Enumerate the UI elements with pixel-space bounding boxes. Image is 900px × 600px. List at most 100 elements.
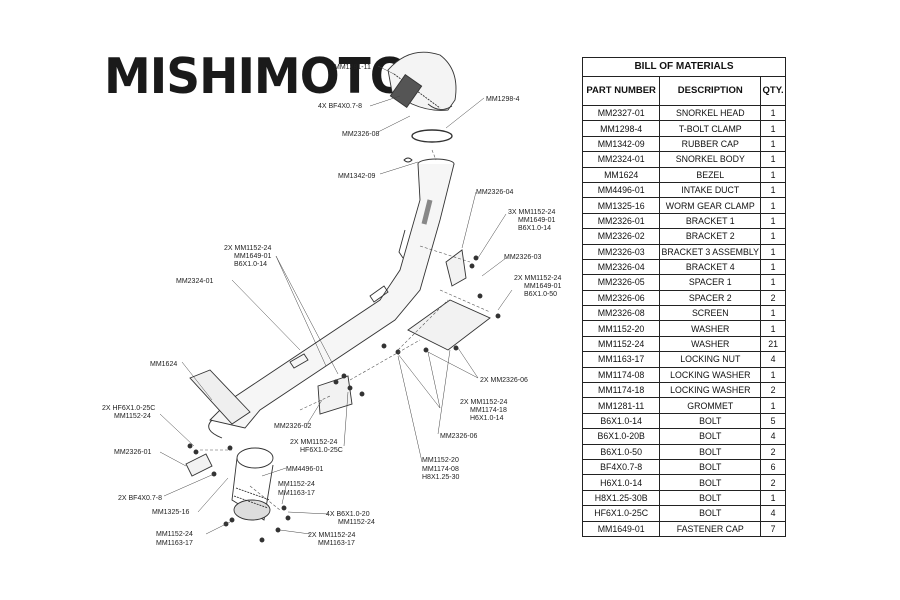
cell-part-number: MM2326-08 bbox=[581, 305, 661, 322]
cell-part-number: MM2326-01 bbox=[581, 212, 661, 230]
bracket-1 bbox=[185, 453, 213, 477]
callout-mm1281-11: MM1281-11 bbox=[334, 64, 371, 71]
callout-2x-hf6: 2X HF6X1.0-25C bbox=[102, 405, 155, 412]
cell-description: SNORKEL HEAD bbox=[659, 104, 762, 122]
cell-part-number: MM2326-05 bbox=[581, 274, 661, 291]
callout-mm2326-02: MM2326-02 bbox=[274, 423, 311, 430]
callout-2x-mm2326-06: 2X MM2326-06 bbox=[480, 377, 528, 384]
cell-qty: 2 bbox=[760, 289, 786, 307]
cell-part-number: B6X1.0-50 bbox=[581, 443, 661, 460]
t-bolt-clamp bbox=[411, 129, 453, 143]
callout-nut-washer: MM1152-24 bbox=[278, 481, 315, 488]
cell-qty: 2 bbox=[760, 382, 786, 399]
cell-part-number: MM1342-09 bbox=[581, 135, 661, 153]
cell-part-number: MM1174-08 bbox=[581, 366, 661, 384]
cell-description: SNORKEL BODY bbox=[659, 151, 762, 168]
cell-part-number: MM1325-16 bbox=[581, 197, 661, 214]
cell-description: SPACER 2 bbox=[659, 289, 762, 307]
callout-mm1342-09: MM1342-09 bbox=[338, 173, 375, 180]
cell-qty: 2 bbox=[760, 443, 786, 460]
header-description: DESCRIPTION bbox=[659, 76, 762, 106]
cell-part-number: MM1624 bbox=[581, 166, 661, 183]
callout-nut-locknut: MM1163-17 bbox=[278, 490, 315, 497]
cell-qty: 1 bbox=[760, 274, 786, 291]
cell-qty: 21 bbox=[760, 335, 786, 353]
cell-description: BRACKET 1 bbox=[659, 212, 762, 230]
callout-mm2326-01: MM2326-01 bbox=[114, 449, 151, 456]
cell-description: BRACKET 2 bbox=[659, 228, 762, 245]
cell-description: GROMMET bbox=[659, 397, 762, 414]
cell-part-number: B6X1.0-20B bbox=[581, 428, 661, 445]
cell-description: WORM GEAR CLAMP bbox=[659, 197, 762, 214]
cell-part-number: MM2326-04 bbox=[581, 258, 661, 276]
cell-part-number: B6X1.0-14 bbox=[581, 412, 661, 430]
cell-qty: 1 bbox=[760, 135, 786, 153]
cell-qty: 1 bbox=[760, 197, 786, 214]
cell-part-number: HF6X1.0-25C bbox=[581, 505, 661, 522]
callout-mm2326-04: MM2326-04 bbox=[476, 189, 513, 196]
callout-4x-bf4: 4X BF4X0.7-8 bbox=[318, 103, 362, 110]
cell-description: RUBBER CAP bbox=[659, 135, 762, 153]
cell-part-number: MM2326-03 bbox=[581, 243, 661, 260]
callout-2x-bolt: B6X1.0-14 bbox=[234, 261, 267, 268]
snorkel-head bbox=[387, 51, 457, 111]
exploded-assembly-diagram: MM1281-11 4X BF4X0.7-8 MM1298-4 MM2326-0… bbox=[102, 51, 561, 547]
cell-qty: 1 bbox=[760, 104, 786, 122]
cell-part-number: MM1174-18 bbox=[581, 382, 661, 399]
cell-part-number: MM2324-01 bbox=[581, 151, 661, 168]
cell-part-number: H6X1.0-14 bbox=[581, 474, 661, 491]
callout-2xr-cap: MM1649-01 bbox=[524, 283, 561, 290]
cell-qty: 4 bbox=[760, 351, 786, 368]
cell-description: INTAKE DUCT bbox=[659, 181, 762, 199]
callout-h8-lockwasher: MM1174-08 bbox=[422, 466, 459, 473]
cell-part-number: MM1163-17 bbox=[581, 351, 661, 368]
cell-part-number: BF4X0.7-8 bbox=[581, 458, 661, 476]
cell-qty: 4 bbox=[760, 505, 786, 522]
callout-2xm-bolt: H6X1.0-14 bbox=[470, 415, 504, 422]
cell-qty: 1 bbox=[760, 489, 786, 507]
cell-part-number: MM2326-02 bbox=[581, 228, 661, 245]
callout-hf6-washer: MM1152-24 bbox=[114, 413, 151, 420]
callout-mm1298-4: MM1298-4 bbox=[486, 96, 520, 103]
cell-part-number: H8X1.25-30B bbox=[581, 489, 661, 507]
callout-mm4496-01: MM4496-01 bbox=[286, 466, 323, 473]
callout-2xr-bolt: B6X1.0-50 bbox=[524, 291, 557, 298]
cell-qty: 1 bbox=[760, 151, 786, 168]
cell-description: LOCKING NUT bbox=[659, 351, 762, 368]
bracket-3-assembly bbox=[407, 299, 491, 351]
callout-h8-washer: MM1152-20 bbox=[422, 457, 459, 464]
cell-description: WASHER bbox=[659, 320, 762, 337]
cell-description: BEZEL bbox=[659, 166, 762, 183]
bill-of-materials-table: BILL OF MATERIALS PART NUMBER DESCRIPTIO… bbox=[581, 57, 786, 537]
callout-2x-washer: 2X MM1152-24 bbox=[224, 245, 271, 252]
cell-qty: 1 bbox=[760, 212, 786, 230]
intake-duct bbox=[231, 447, 274, 521]
cell-description: LOCKING WASHER bbox=[659, 366, 762, 384]
callout-nutb-locknut: MM1163-17 bbox=[318, 540, 355, 547]
callout-2xr-washer: 2X MM1152-24 bbox=[514, 275, 561, 282]
cell-part-number: MM2326-06 bbox=[581, 289, 661, 307]
cell-qty: 1 bbox=[760, 305, 786, 322]
callout-mm2326-03: MM2326-03 bbox=[504, 254, 541, 261]
callout-2x-cap: MM1649-01 bbox=[234, 253, 271, 260]
cell-qty: 7 bbox=[760, 520, 786, 537]
cell-qty: 4 bbox=[760, 428, 786, 445]
